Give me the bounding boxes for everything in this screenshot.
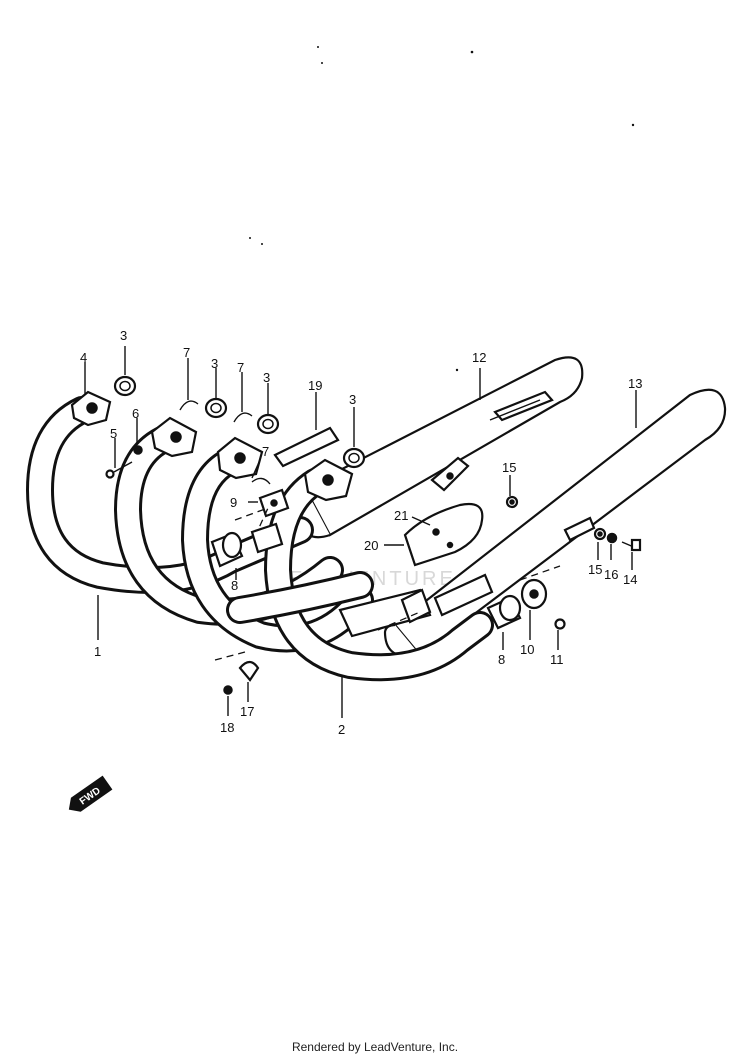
bolt-18 [223,685,233,695]
callout-18: 18 [220,720,234,735]
callout-6: 6 [132,406,139,421]
flange-clamp-4 [70,390,112,427]
callout-9: 9 [230,495,237,510]
callout-8b: 8 [498,652,505,667]
callout-15b: 15 [588,562,602,577]
flange-clamp-6 [150,416,198,458]
callout-1: 1 [94,644,101,659]
leader-lines [84,346,637,718]
washer-15-upper [505,495,519,509]
bolt-14 [621,538,642,552]
gaskets-3 [113,375,366,469]
clamp-10 [520,578,548,610]
nut-16 [606,532,618,544]
collector-pipe [226,571,374,624]
collector-clamp [400,588,432,624]
footer-credit: Rendered by LeadVenture, Inc. [291,1040,459,1054]
bracket-17 [238,660,260,682]
muffler-12 [298,356,584,539]
callout-7a: 7 [183,345,190,360]
callout-3c: 3 [263,370,270,385]
callout-3d: 3 [349,392,356,407]
scan-specks [249,46,635,372]
callout-16: 16 [604,567,618,582]
clamp-9b [250,522,284,554]
callout-3a: 3 [120,328,127,343]
callout-11: 11 [550,652,564,667]
callout-20: 20 [364,538,378,553]
callout-7c: 7 [262,444,269,459]
callout-10: 10 [520,642,534,657]
callout-21: 21 [394,508,408,523]
nut-6 [133,445,143,455]
callout-3b: 3 [211,356,218,371]
joint-8-left [210,531,244,568]
bolt-5 [105,461,133,479]
callout-15a: 15 [502,460,516,475]
callout-5: 5 [110,426,117,441]
callout-numbers: 1 2 3 3 3 3 4 5 6 7 7 7 8 8 9 10 11 12 1… [80,328,642,737]
callout-14: 14 [623,572,637,587]
callout-17: 17 [240,704,254,719]
washer-15-lower [593,527,607,541]
callout-12: 12 [472,350,486,365]
assembly-guides [214,506,561,661]
heat-shield-20-21 [403,502,484,567]
protector-19 [273,426,340,468]
front-direction-arrow: FWD [68,775,113,812]
callout-7b: 7 [237,360,244,375]
flange-clamp-front [303,458,354,502]
header-flange-clamps [70,390,354,502]
joint-8-right [486,594,522,630]
bolt-11 [554,618,566,630]
callout-8a: 8 [231,578,238,593]
callout-4: 4 [80,350,87,365]
callout-13: 13 [628,376,642,391]
callout-2: 2 [338,722,345,737]
callout-19: 19 [308,378,322,393]
clips-7 [179,400,271,485]
flange-clamp-7 [216,436,264,480]
